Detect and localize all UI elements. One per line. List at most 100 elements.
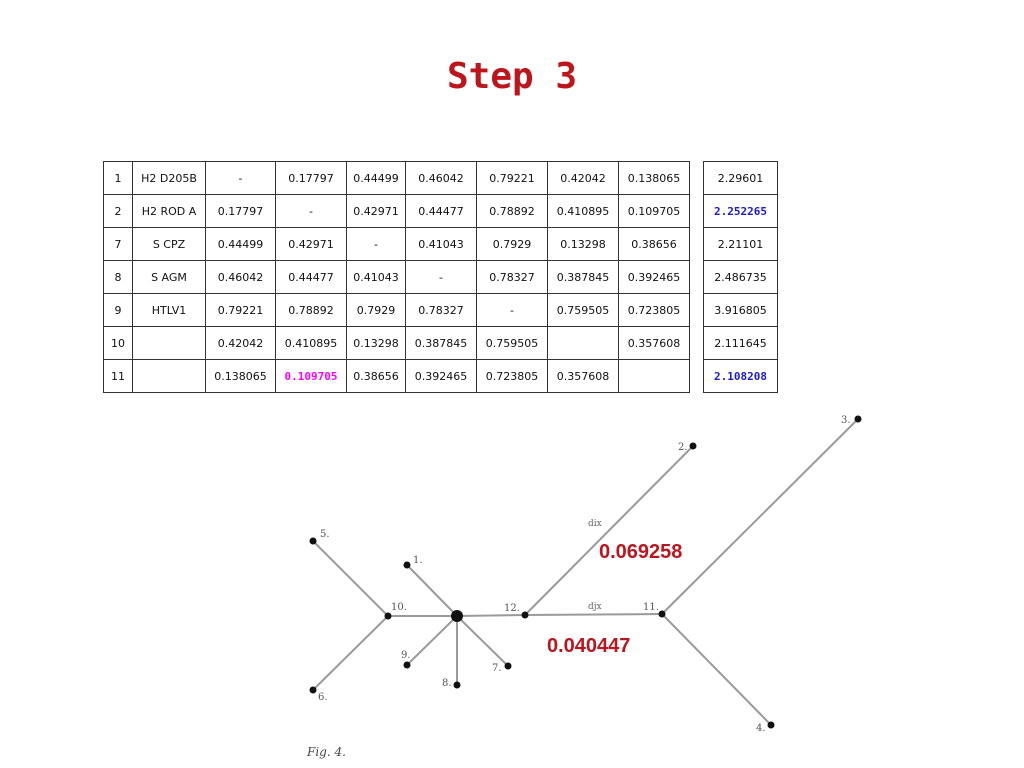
sum-row: 3.916805	[703, 293, 778, 327]
slide-title: Step 3	[446, 56, 578, 97]
matrix-row-index: 8	[103, 260, 133, 294]
node-3	[854, 415, 862, 423]
matrix-cell: 0.42042	[205, 326, 276, 360]
matrix-cell: -	[476, 293, 548, 327]
matrix-row-name	[132, 326, 206, 360]
matrix-cell: 0.79221	[476, 161, 548, 195]
matrix-row-name	[132, 359, 206, 393]
matrix-cell: -	[205, 161, 276, 195]
matrix-row-index: 1	[103, 161, 133, 195]
matrix-cell: 0.42971	[346, 194, 406, 228]
matrix-cell: 0.78892	[476, 194, 548, 228]
node-9	[403, 661, 411, 669]
matrix-row-name: S CPZ	[132, 227, 206, 261]
node-label-9: 9.	[401, 650, 411, 661]
matrix-cell: 0.17797	[275, 161, 347, 195]
row-sum-cell: 3.916805	[703, 293, 778, 327]
node-label-2: 2.	[678, 442, 688, 453]
matrix-cell: 0.7929	[346, 293, 406, 327]
edge-center-12	[456, 614, 526, 617]
matrix-cell: 0.38656	[346, 359, 406, 393]
edge-12-11	[524, 613, 663, 616]
node-4	[767, 721, 775, 729]
node-7	[504, 662, 512, 670]
figure-caption: Fig. 4.	[306, 745, 346, 759]
matrix-row-index: 2	[103, 194, 133, 228]
matrix-cell: 0.410895	[547, 194, 619, 228]
tree-edges	[312, 418, 859, 726]
row-sum-cell: 2.486735	[703, 260, 778, 294]
matrix-cell: 0.38656	[618, 227, 690, 261]
node-label-5: 5.	[320, 529, 330, 540]
node-6	[309, 686, 317, 694]
edge-center-1	[406, 564, 458, 617]
matrix-cell: 0.78327	[405, 293, 477, 327]
edge-center-9	[406, 615, 458, 666]
edge-center-7	[456, 615, 509, 667]
matrix-cell: 0.357608	[547, 359, 619, 393]
node-11	[658, 610, 666, 618]
edge-11-4	[661, 613, 772, 726]
edge-10-6	[312, 615, 389, 691]
matrix-cell: 0.759505	[476, 326, 548, 360]
matrix-cell: 0.44499	[346, 161, 406, 195]
matrix-cell	[618, 359, 690, 393]
edge-11-3	[661, 418, 859, 615]
sum-row: 2.21101	[703, 227, 778, 261]
matrix-cell: 0.392465	[618, 260, 690, 294]
matrix-cell: 0.46042	[405, 161, 477, 195]
branch-length-lower: 0.040447	[547, 635, 630, 657]
node-12	[521, 611, 529, 619]
matrix-cell: 0.138065	[205, 359, 276, 393]
node-label-10: 10.	[391, 602, 407, 613]
matrix-cell	[547, 326, 619, 360]
node-8	[453, 681, 461, 689]
node-label-6: 6.	[318, 692, 328, 703]
matrix-row-name: H2 D205B	[132, 161, 206, 195]
branch-length-upper: 0.069258	[599, 541, 682, 563]
node-label-7: 7.	[492, 663, 502, 674]
matrix-cell: 0.13298	[346, 326, 406, 360]
node-label-8: 8.	[442, 678, 452, 689]
node-10	[384, 612, 392, 620]
matrix-cell: 0.759505	[547, 293, 619, 327]
matrix-cell: 0.723805	[618, 293, 690, 327]
matrix-cell: 0.17797	[205, 194, 276, 228]
edge-label-dix: dix	[588, 519, 602, 529]
node-label-11: 11.	[643, 602, 659, 613]
matrix-cell: 0.42042	[547, 161, 619, 195]
node-center	[451, 610, 463, 622]
matrix-cell: 0.7929	[476, 227, 548, 261]
matrix-cell: 0.44477	[405, 194, 477, 228]
matrix-cell: 0.138065	[618, 161, 690, 195]
sum-row: 2.486735	[703, 260, 778, 294]
edge-12-2	[524, 445, 694, 616]
node-2	[689, 442, 697, 450]
edge-10-5	[312, 540, 389, 617]
node-5	[309, 537, 317, 545]
matrix-cell: -	[275, 194, 347, 228]
edge-label-djx: djx	[588, 602, 602, 612]
node-label-3: 3.	[841, 415, 851, 426]
matrix-cell: 0.392465	[405, 359, 477, 393]
node-label-12: 12.	[504, 603, 520, 614]
node-label-1: 1.	[413, 555, 423, 566]
sum-row: 2.108208	[703, 359, 778, 393]
matrix-cell: 0.357608	[618, 326, 690, 360]
matrix-row-index: 9	[103, 293, 133, 327]
node-1	[403, 561, 411, 569]
matrix-cell: 0.41043	[346, 260, 406, 294]
matrix-cell: 0.109705	[275, 359, 347, 393]
matrix-cell: 0.723805	[476, 359, 548, 393]
row-sum-cell: 2.108208	[703, 359, 778, 393]
node-label-4: 4.	[756, 723, 766, 734]
